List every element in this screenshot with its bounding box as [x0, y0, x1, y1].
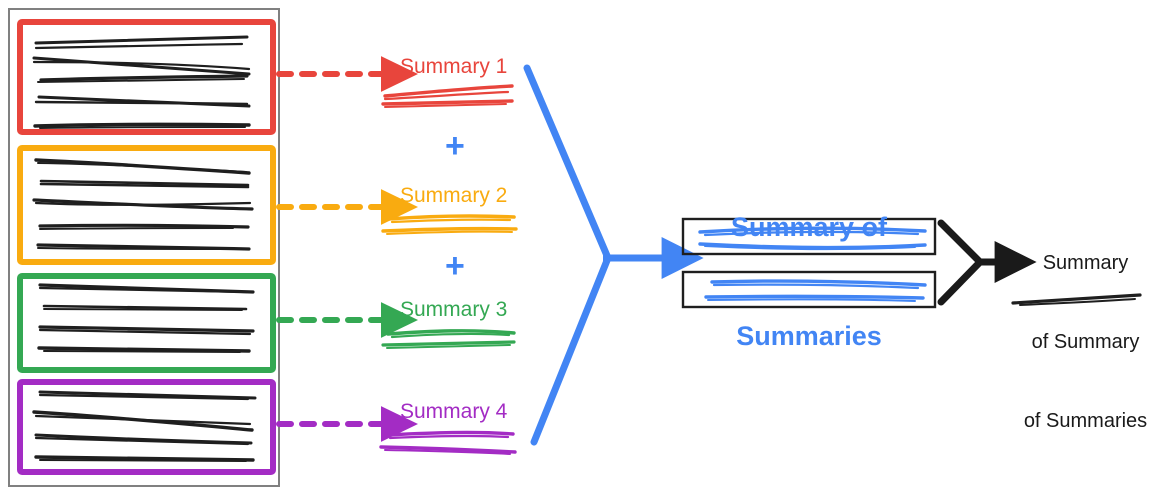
blue-merge-fork: [523, 64, 704, 446]
final-line-2: of Summary: [1031, 330, 1140, 353]
summary-4-lines: [379, 430, 517, 455]
summary-of-summaries-box-2: [681, 270, 937, 309]
doc-lines-purple: [32, 390, 257, 462]
source-group-green: [17, 273, 276, 373]
summary-1-label: Summary 1: [400, 55, 508, 78]
doc-lines-red: [32, 35, 251, 129]
final-output-heading: Summary of Summary of Summaries: [1008, 197, 1163, 487]
doc-lines-green: [37, 283, 255, 353]
plus-icon-2: +: [445, 247, 465, 285]
final-line-1: Summary: [1042, 251, 1129, 274]
summary-3-lines: [381, 329, 516, 349]
summary-4-label: Summary 4: [400, 400, 508, 423]
source-corpus-container: [8, 8, 280, 487]
sos-heading-line-2: Summaries: [736, 321, 882, 352]
final-line-3: of Summaries: [1023, 410, 1148, 433]
summary-1-lines: [381, 84, 514, 108]
sos-heading-line-1: Summary of: [730, 211, 888, 242]
summary-of-summaries-box-1: [681, 217, 937, 256]
final-output-line: [1011, 293, 1142, 306]
summary-of-summaries-heading: Summary of Summaries: [694, 136, 924, 428]
plus-icon-1: +: [445, 127, 465, 165]
black-merge-fork: [937, 219, 1037, 306]
source-group-purple: [17, 379, 276, 475]
summary-2-label: Summary 2: [400, 184, 508, 207]
source-group-orange: [17, 145, 276, 265]
doc-lines-orange: [32, 158, 254, 251]
source-group-red: [17, 19, 276, 135]
summary-3-label: Summary 3: [400, 298, 508, 321]
summary-2-lines: [381, 214, 518, 235]
